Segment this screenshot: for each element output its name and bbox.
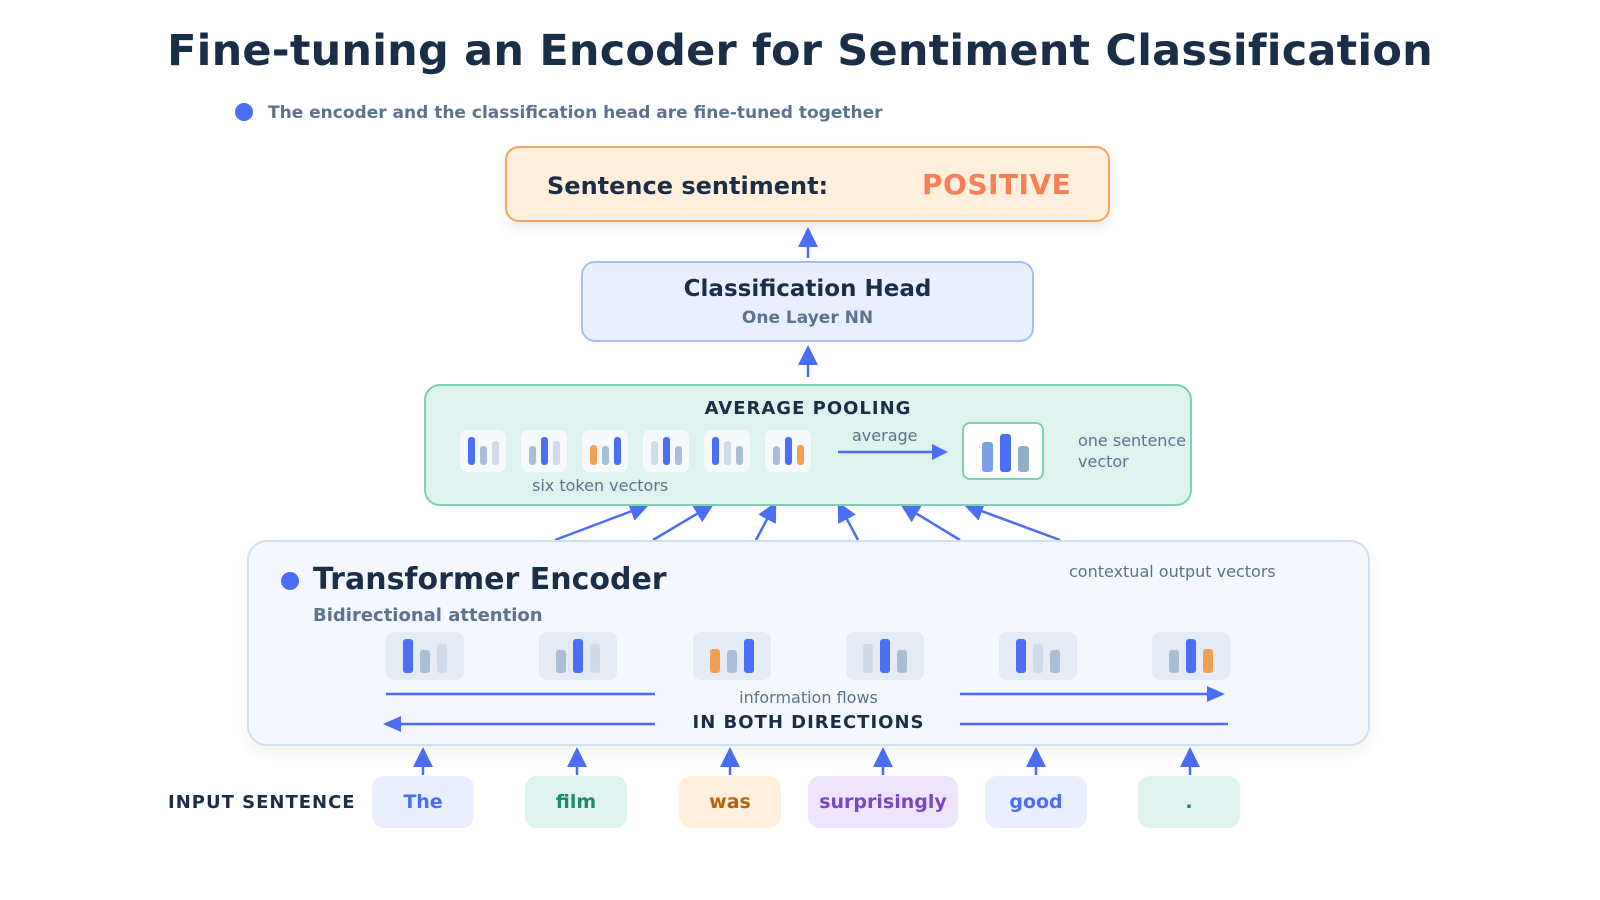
vector-bar [674,445,682,465]
contextual-vector [1152,632,1230,680]
input-token: was [679,776,781,828]
input-token: . [1138,776,1240,828]
legend-text: The encoder and the classification head … [268,103,883,123]
vector-bar [1186,639,1196,673]
information-flows-label: information flows [739,688,878,707]
vector-bar [1017,446,1029,472]
vector-bar [723,441,731,465]
vector-bar [479,445,487,465]
legend-dot [235,103,253,121]
vector-bar [437,644,447,673]
arrow-enc-to-pool [837,501,860,541]
bidirectional-flow-arrows [383,686,1228,732]
vector-bar [711,437,719,465]
vector-bar [880,639,890,673]
sentiment-value: POSITIVE [922,168,1072,201]
arrow-enc-to-pool [963,501,1061,542]
input-token: good [985,776,1087,828]
token-vector-mini [582,430,628,472]
vector-bar [491,441,499,465]
vector-bar [1050,649,1060,673]
vector-bar [863,644,873,673]
token-vector-mini [765,430,811,472]
average-arrow [838,444,948,460]
contextual-vector [386,632,464,680]
vector-bar [727,649,737,673]
vector-bar [403,639,413,673]
token-vector-mini [460,430,506,472]
vector-bar [897,649,907,673]
transformer-encoder-box: Transformer Encoder Bidirectional attent… [247,540,1370,746]
sentiment-output-box: Sentence sentiment: POSITIVE [505,146,1110,222]
encoder-dot [281,572,299,590]
vector-bar [552,441,560,465]
contextual-vector [999,632,1077,680]
arrow-enc-to-pool [754,501,777,541]
vector-bar [744,639,754,673]
vector-bar [772,445,780,465]
input-token: film [525,776,627,828]
token-vector-mini [521,430,567,472]
sentence-vector [962,422,1044,480]
vector-bar [1203,648,1213,673]
vector-bar [613,437,621,465]
token-vector-mini [704,430,750,472]
vector-bar [540,437,548,465]
contextual-vector [846,632,924,680]
arrow-enc-to-pool [554,501,650,542]
vector-bar [999,434,1011,472]
token-vector-mini [643,430,689,472]
one-sentence-vector-label: one sentence vector [1078,431,1187,471]
arrow-enc-to-pool [652,503,715,542]
pooling-title: AVERAGE POOLING [704,398,912,419]
classification-head-subtitle: One Layer NN [741,308,874,328]
vector-bar [796,444,804,465]
vector-bar [784,437,792,465]
vector-bar [556,649,566,673]
classification-head-title: Classification Head [683,276,932,302]
vector-bar [601,445,609,465]
vector-bar [1016,639,1026,673]
six-token-vectors-label: six token vectors [532,476,669,495]
classification-head-box: Classification Head One Layer NN [581,261,1034,342]
contextual-vector [539,632,617,680]
vector-bar [981,442,993,472]
diagram-title: Fine-tuning an Encoder for Sentiment Cla… [167,26,1433,76]
input-token: surprisingly [808,776,958,828]
vector-bar [1033,644,1043,673]
encoder-subtitle: Bidirectional attention [313,605,543,626]
average-arrow-label: average [852,426,918,445]
vector-bar [420,649,430,673]
arrow-enc-to-pool [899,503,961,542]
vector-bar [662,437,670,465]
vector-bar [1169,649,1179,673]
vector-bar [710,648,720,673]
vector-bar [589,444,597,465]
vector-bar [735,445,743,465]
sentiment-label: Sentence sentiment: [547,172,829,200]
contextual-vector [693,632,771,680]
vector-bar [650,441,658,465]
average-pooling-box: AVERAGE POOLING six token vectors averag… [424,384,1192,506]
vector-bar [467,437,475,465]
vector-bar [528,445,536,465]
both-directions-label: IN BOTH DIRECTIONS [692,712,925,733]
contextual-output-note: contextual output vectors [1069,562,1276,581]
encoder-title: Transformer Encoder [313,562,667,597]
vector-bar [590,644,600,673]
input-token: The [372,776,474,828]
input-sentence-label: INPUT SENTENCE [168,792,356,813]
vector-bar [573,639,583,673]
